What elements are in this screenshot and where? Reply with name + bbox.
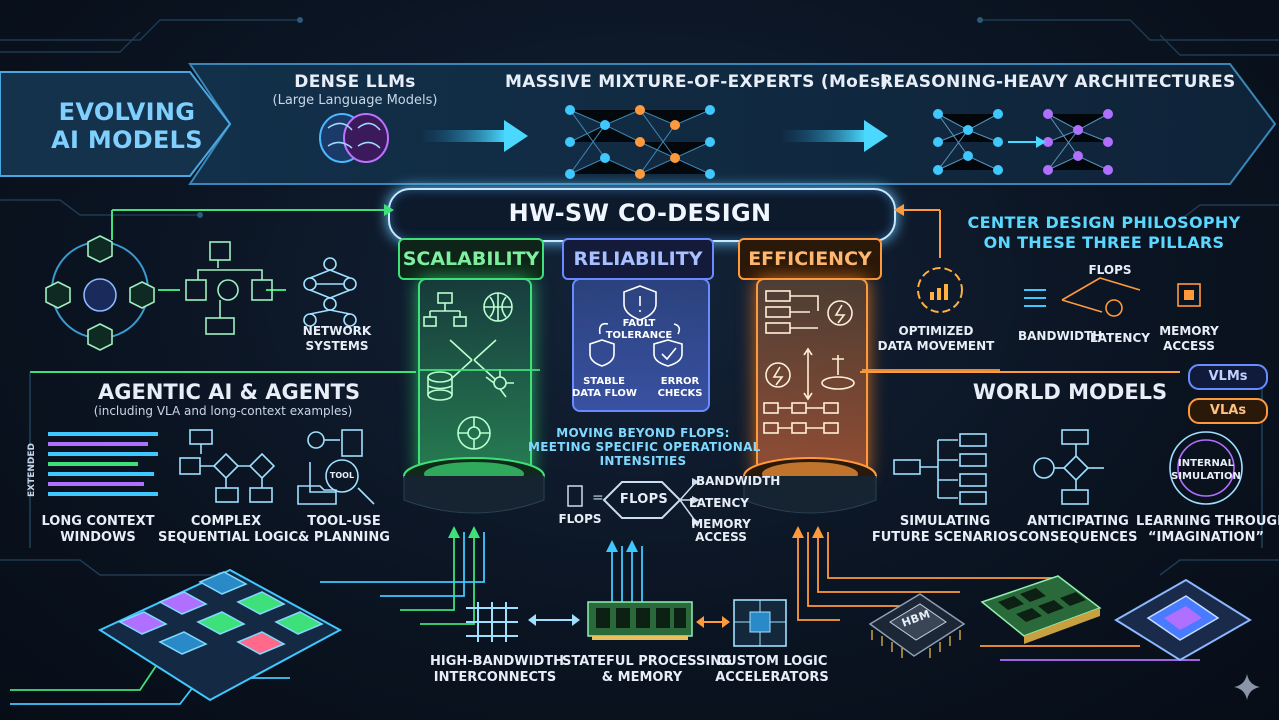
reliability-panel [572, 278, 710, 412]
world-icons [893, 429, 1243, 505]
long-context-label-2: WINDOWS [60, 530, 136, 545]
sparkle-icon [1234, 674, 1260, 700]
long-context-label-1: LONG CONTEXT [41, 514, 155, 529]
imagination-label-1: LEARNING THROUGH [1136, 514, 1279, 529]
agentic-frame [29, 371, 416, 548]
center-latency-label: LATENCY [689, 496, 749, 510]
interconnects-label-1: HIGH-BANDWIDTH [430, 654, 565, 669]
interconnect-icon [466, 602, 518, 642]
pillar-efficiency: EFFICIENCY [738, 238, 882, 280]
dense-llms-subtitle: (Large Language Models) [272, 93, 438, 108]
memory-module-icon [587, 601, 693, 640]
center-bandwidth-label: BANDWIDTH [696, 474, 781, 488]
pillar-reliability: RELIABILITY [562, 238, 714, 280]
models-banner [0, 63, 1277, 185]
reasoning-title: REASONING-HEAVY ARCHITECTURES [880, 72, 1236, 92]
agentic-title: AGENTIC AI & AGENTS [98, 380, 361, 404]
tool-use-label-2: & PLANNING [298, 530, 390, 545]
simulating-label-1: SIMULATING [899, 514, 991, 529]
moe-title: MASSIVE MIXTURE-OF-EXPERTS (MoEs) [505, 72, 889, 92]
agentic-icons [48, 429, 375, 505]
fault-label: FAULT [622, 318, 656, 329]
philosophy-memory-label: MEMORY [1159, 324, 1219, 338]
philosophy-latency-label: LATENCY [1090, 331, 1150, 345]
processor-chip-icon [1114, 578, 1252, 662]
stable-label: STABLE [583, 376, 625, 387]
ai-models-label: AI MODELS [51, 126, 203, 154]
complex-logic-label-2: SEQUENTIAL LOGIC [158, 530, 299, 545]
anticipating-label-2: CONSEQUENCES [1018, 530, 1138, 545]
chip-array-icon [97, 568, 343, 702]
tool-label: TOOL [329, 471, 355, 480]
scalability-base [403, 457, 545, 514]
optimized-label-2: DATA MOVEMENT [877, 339, 995, 353]
flops-box-label: FLOPS [619, 492, 669, 507]
dense-llms-title: DENSE LLMs [294, 72, 416, 92]
network-label-2: SYSTEMS [305, 339, 369, 353]
stateful-label-2: & MEMORY [601, 670, 683, 685]
arrow-right-icon [420, 120, 528, 152]
double-arrow-icon [528, 614, 580, 626]
philosophy-bandwidth-label: BANDWIDTH [1018, 329, 1103, 343]
center-line3: INTENSITIES [599, 454, 687, 468]
simulation-label: SIMULATION [1171, 471, 1241, 482]
stateful-label-1: STATEFUL PROCESSING [562, 654, 732, 669]
optimized-label-1: OPTIMIZED [898, 324, 974, 338]
simulating-label-2: FUTURE SCENARIOS [871, 530, 1019, 545]
flops-small-label: FLOPS [558, 512, 602, 526]
codesign-frame [388, 188, 896, 242]
center-memory-label: MEMORY [691, 517, 751, 531]
reasoning-network-icon [933, 109, 1113, 175]
data-flow-label: DATA FLOW [572, 388, 637, 399]
accelerators-label-1: CUSTOM LOGIC [716, 654, 828, 669]
hbm-chip-icon [868, 593, 966, 658]
double-arrow-icon [696, 616, 730, 628]
network-label-1: NETWORK [302, 324, 372, 338]
world-models-title: WORLD MODELS [972, 380, 1168, 404]
arrow-right-icon [780, 120, 888, 152]
reliability-icons [589, 285, 683, 367]
center-access-label: ACCESS [695, 530, 747, 544]
anticipating-label-1: ANTICIPATING [1027, 514, 1129, 529]
center-line1: MOVING BEYOND FLOPS: [556, 426, 730, 440]
codesign-title: HW-SW CO-DESIGN [508, 199, 772, 227]
interconnects-label-2: INTERCONNECTS [433, 670, 557, 685]
svg-text:=: = [592, 490, 604, 506]
memory-stick-icon [980, 575, 1102, 644]
checks-label: CHECKS [657, 388, 703, 399]
philosophy-diagram [894, 204, 1201, 317]
scalability-icons [423, 292, 514, 450]
philosophy-line1: CENTER DESIGN PHILOSOPHY [967, 213, 1241, 232]
philosophy-line2: ON THESE THREE PILLARS [983, 233, 1225, 252]
internal-label: INTERNAL [1178, 458, 1234, 469]
error-label: ERROR [660, 376, 700, 387]
center-line2: MEETING SPECIFIC OPERATIONAL [528, 440, 761, 454]
complex-logic-label-1: COMPLEX [190, 514, 262, 529]
network-systems-diagram [45, 204, 394, 351]
flops-flow-diagram: = [567, 478, 700, 526]
philosophy-flops-label: FLOPS [1088, 263, 1132, 277]
efficiency-base [743, 457, 877, 514]
brain-icon [319, 113, 389, 163]
efficiency-icons [763, 290, 855, 434]
accelerators-label-2: ACCELERATORS [715, 670, 829, 685]
vlms-tag: VLMs [1188, 364, 1268, 390]
connector-lines [10, 369, 1200, 705]
accelerator-icon [733, 599, 787, 647]
imagination-label-2: “IMAGINATION” [1148, 530, 1264, 545]
pillar-scalability: SCALABILITY [398, 238, 544, 280]
evolving-label: EVOLVING [58, 98, 196, 126]
philosophy-access-label: ACCESS [1163, 339, 1215, 353]
tool-use-label-1: TOOL-USE [307, 514, 381, 529]
tolerance-label: TOLERANCE [605, 330, 673, 341]
agentic-subtitle: (including VLA and long-context examples… [93, 404, 353, 418]
vlas-tag: VLAs [1188, 398, 1268, 424]
moe-network-icon [565, 105, 715, 179]
